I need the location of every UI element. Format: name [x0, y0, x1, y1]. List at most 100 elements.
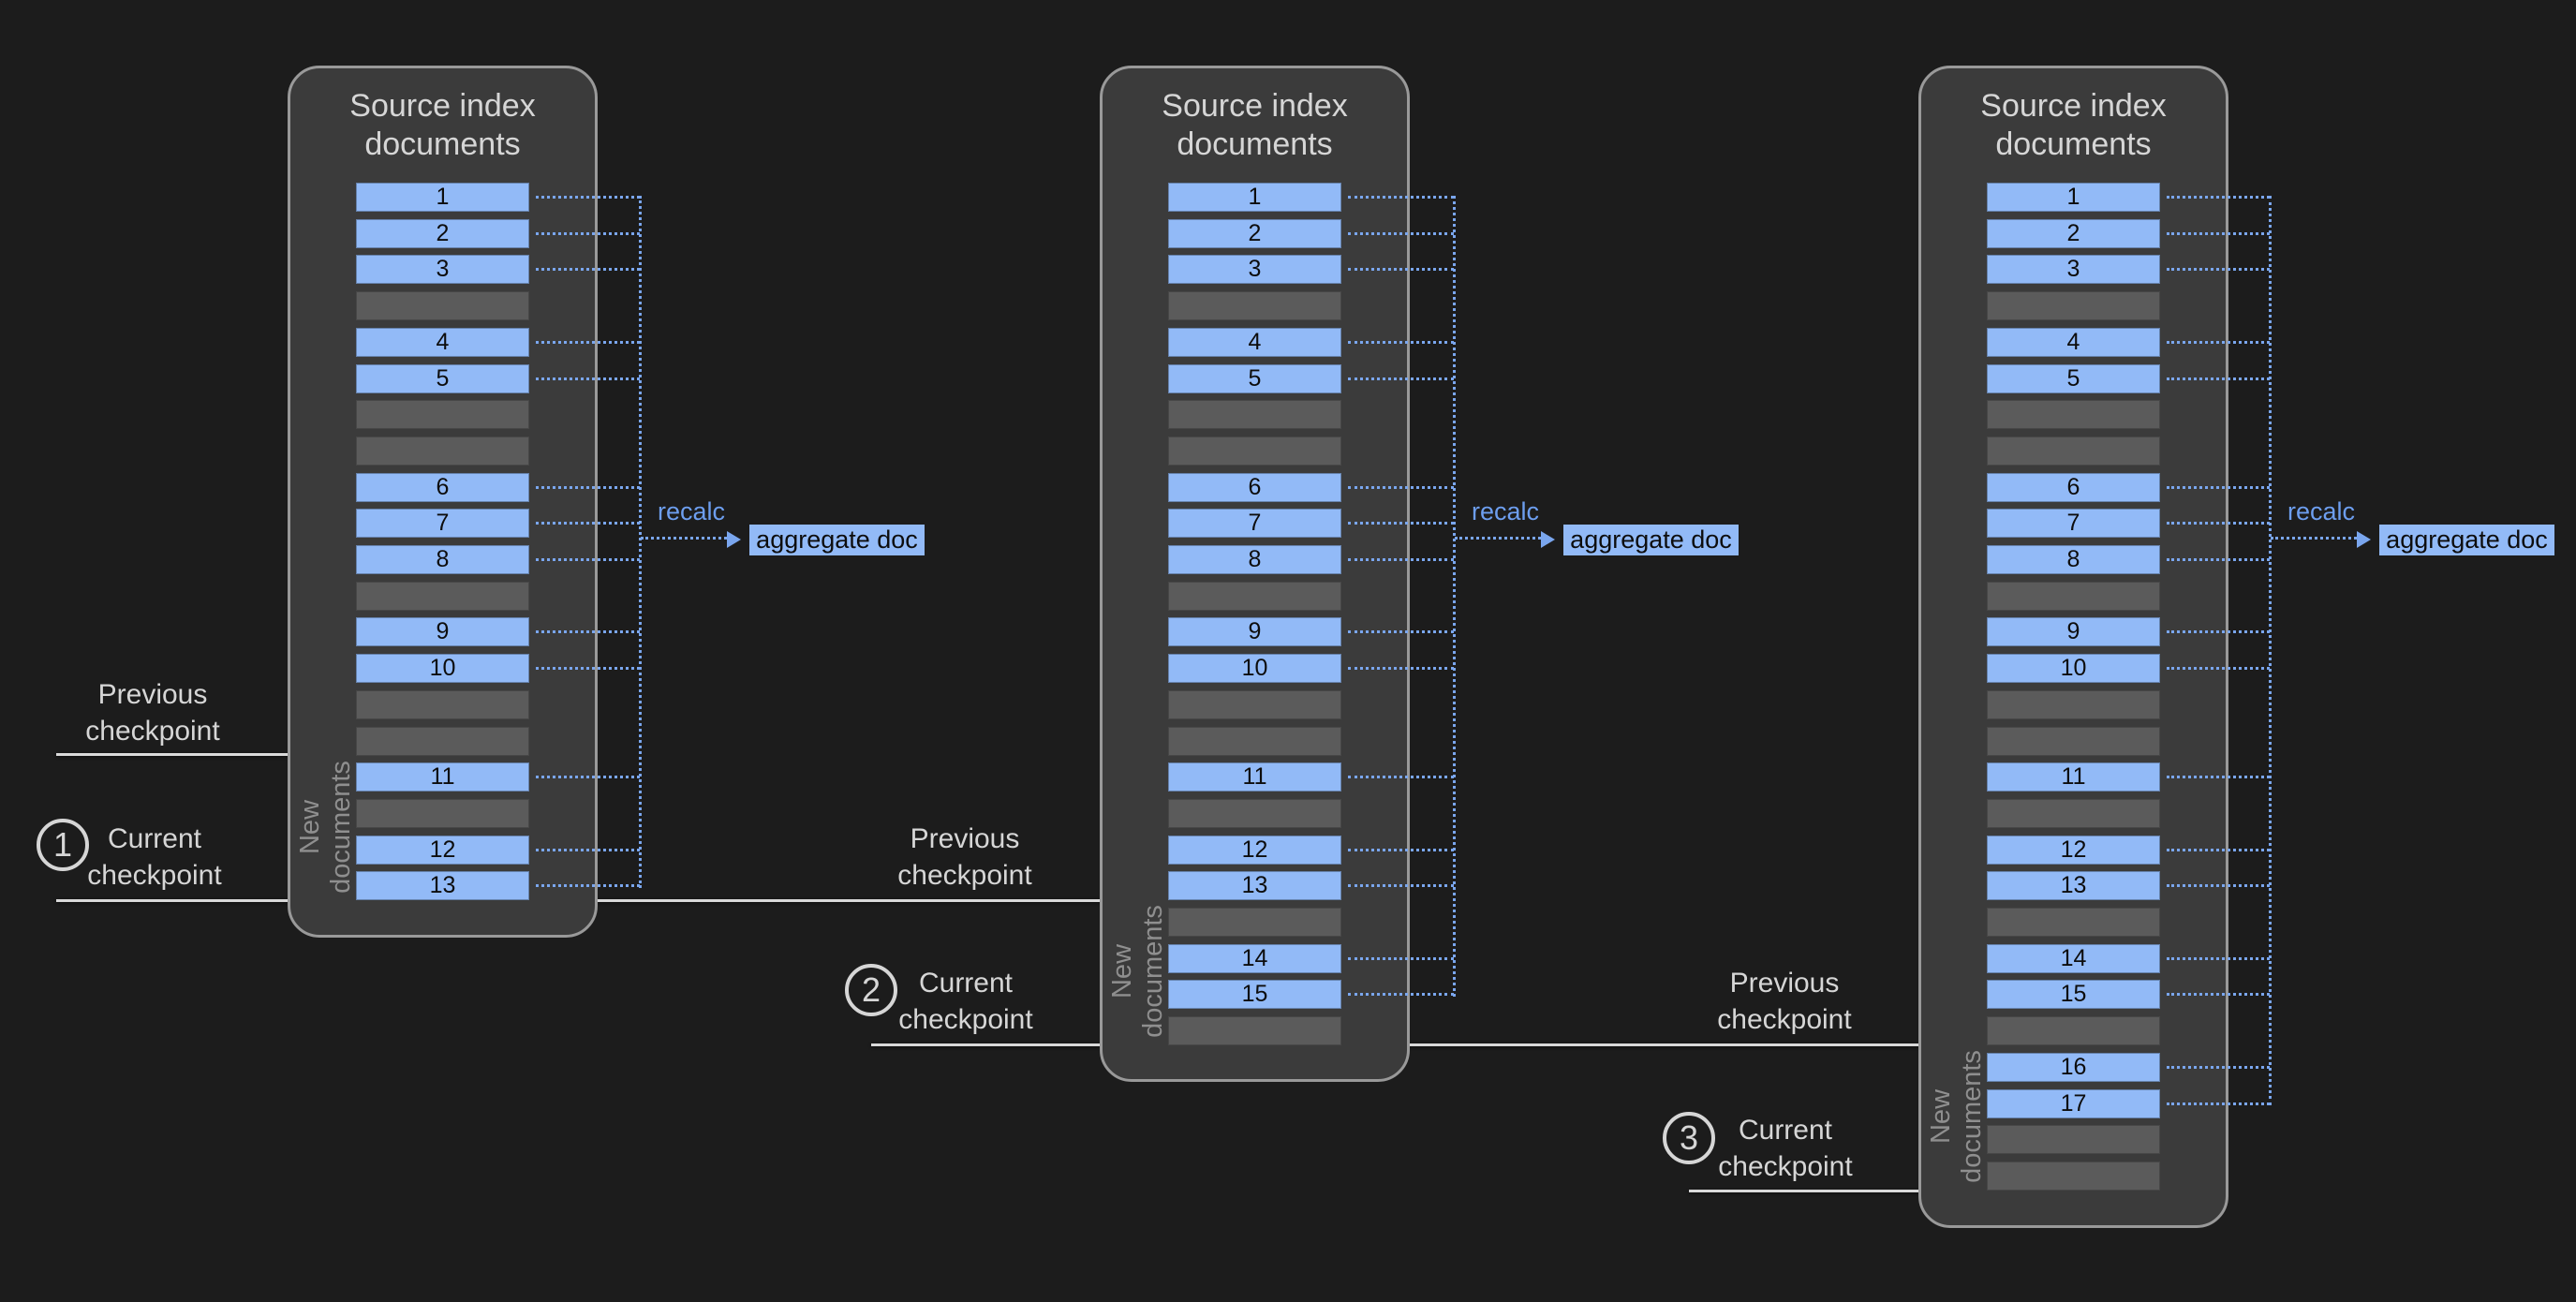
document-row: 4 [1168, 328, 1341, 357]
doc-connector-line [1348, 558, 1454, 561]
label-line: Current [918, 968, 1014, 999]
document-row-empty [1987, 436, 2160, 466]
doc-connector-line [536, 849, 640, 851]
doc-connector-line [2167, 196, 2270, 199]
step-number: 2 [861, 970, 881, 1009]
document-row: 16 [1987, 1053, 2160, 1082]
document-row-empty [1168, 908, 1341, 937]
step-number: 1 [52, 825, 73, 864]
document-row: 5 [1168, 364, 1341, 393]
doc-connector-line [1348, 268, 1454, 271]
document-row-empty [356, 400, 529, 429]
document-row-empty [1168, 436, 1341, 466]
doc-connector-line [2167, 377, 2270, 380]
current-checkpoint-line-1-previous-checkpoint-line-2 [56, 899, 1401, 902]
doc-connector-line [2167, 1102, 2270, 1105]
doc-connector-line [2167, 630, 2270, 633]
doc-connector-line [1348, 667, 1454, 670]
document-row: 7 [356, 509, 529, 538]
current-checkpoint-label-2: Current checkpoint [898, 965, 1032, 1038]
doc-connector-line [536, 268, 640, 271]
doc-connector-line [1348, 884, 1454, 887]
document-row: 1 [1168, 183, 1341, 212]
document-row: 11 [1987, 762, 2160, 792]
recalc-arrowhead-icon [727, 531, 741, 548]
recalc-arrowhead-icon [1541, 531, 1555, 548]
document-row: 4 [356, 328, 529, 357]
step-3-circle-icon: 3 [1663, 1112, 1715, 1164]
new-documents-line-1: New [1926, 1088, 1956, 1145]
document-row: 3 [1168, 255, 1341, 284]
document-row: 8 [1168, 545, 1341, 574]
doc-connector-line [2167, 232, 2270, 235]
doc-connector-line [2167, 776, 2270, 778]
doc-connector-line [1348, 849, 1454, 851]
document-row: 6 [1168, 473, 1341, 502]
document-row-empty [356, 291, 529, 320]
previous-checkpoint-label-1: Previous checkpoint [85, 676, 219, 749]
doc-connector-line [1348, 630, 1454, 633]
doc-connector-line [536, 341, 640, 344]
label-line: checkpoint [85, 716, 220, 747]
step-number: 3 [1679, 1118, 1699, 1157]
label-line: checkpoint [1718, 1151, 1853, 1182]
label-line: checkpoint [897, 860, 1032, 891]
doc-connector-line [536, 522, 640, 525]
new-documents-label: New documents [1926, 1050, 1988, 1183]
label-line: Previous [1729, 968, 1840, 999]
document-row-empty [1168, 400, 1341, 429]
document-row: 1 [1987, 183, 2160, 212]
panel-title-line-1: Source index [349, 88, 536, 124]
document-row-empty [1987, 908, 2160, 937]
doc-connector-line [2167, 341, 2270, 344]
document-row: 9 [356, 617, 529, 646]
aggregation-bracket-line [639, 196, 642, 888]
aggregation-bracket-line [1453, 196, 1456, 997]
document-row-empty [1168, 291, 1341, 320]
document-row: 2 [1168, 219, 1341, 248]
doc-connector-line [2167, 268, 2270, 271]
doc-connector-line [2167, 558, 2270, 561]
document-row: 5 [356, 364, 529, 393]
document-row: 1 [356, 183, 529, 212]
doc-connector-line [536, 377, 640, 380]
doc-connector-line [1348, 196, 1454, 199]
document-row: 11 [1168, 762, 1341, 792]
doc-connector-line [536, 232, 640, 235]
panel-title: Source index documents [1103, 87, 1407, 164]
document-row: 10 [1987, 654, 2160, 683]
document-row-empty [1987, 1016, 2160, 1045]
document-row: 9 [1987, 617, 2160, 646]
document-row-empty [1987, 582, 2160, 611]
doc-connector-line [2167, 522, 2270, 525]
document-row: 13 [1987, 871, 2160, 900]
doc-connector-line [1348, 957, 1454, 960]
step-1-circle-icon: 1 [37, 819, 89, 871]
panel-title-line-1: Source index [1162, 88, 1348, 124]
document-row: 7 [1987, 509, 2160, 538]
doc-connector-line [536, 486, 640, 489]
document-row: 12 [356, 836, 529, 865]
new-documents-line-1: New [295, 799, 325, 855]
document-row: 15 [1987, 980, 2160, 1009]
current-checkpoint-line-2-previous-checkpoint-line-3 [871, 1043, 2216, 1046]
document-row-empty [356, 582, 529, 611]
doc-connector-line [1348, 993, 1454, 996]
recalc-arrowhead-icon [2357, 531, 2371, 548]
aggregate-doc-box: aggregate doc [1563, 525, 1739, 555]
document-row: 2 [1987, 219, 2160, 248]
document-row: 12 [1987, 836, 2160, 865]
document-row-empty [1987, 1125, 2160, 1154]
panel-title-line-2: documents [1177, 126, 1333, 162]
previous-checkpoint-label-2: Previous checkpoint [897, 821, 1031, 894]
document-row-empty [1987, 400, 2160, 429]
aggregate-doc-box: aggregate doc [749, 525, 925, 555]
document-row: 5 [1987, 364, 2160, 393]
document-row: 11 [356, 762, 529, 792]
doc-connector-line [2167, 993, 2270, 996]
document-row-empty [1987, 291, 2160, 320]
aggregate-doc-box: aggregate doc [2379, 525, 2554, 555]
current-checkpoint-label-3: Current checkpoint [1718, 1112, 1852, 1185]
recalc-arrow [1455, 537, 1541, 540]
